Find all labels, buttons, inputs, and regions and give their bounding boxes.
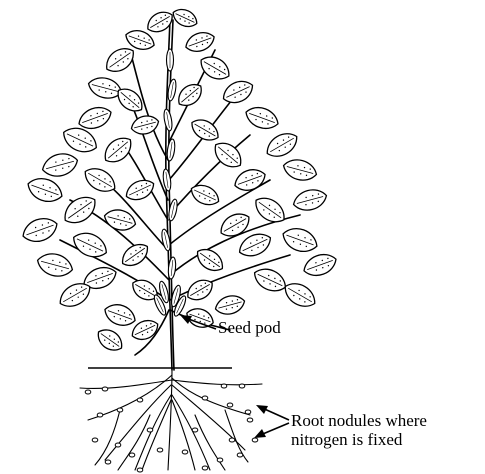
root-nodule <box>85 390 91 394</box>
root-nodule <box>221 384 227 388</box>
leaf <box>174 79 207 110</box>
root-nodule <box>227 403 233 407</box>
root-nodule <box>192 428 198 432</box>
leaf <box>279 224 320 256</box>
root <box>168 368 172 470</box>
root <box>225 410 248 462</box>
seed-pod-label: Seed pod <box>218 318 281 337</box>
root-nodule <box>117 408 123 412</box>
leaf <box>301 250 340 280</box>
root-nodule <box>245 410 251 414</box>
leaf <box>213 293 247 318</box>
leaf <box>170 5 200 30</box>
leaf <box>102 300 139 329</box>
root-nodule <box>147 428 153 432</box>
root <box>172 400 195 470</box>
leaf <box>143 7 176 36</box>
leaf <box>262 128 301 162</box>
root-nodule <box>237 453 243 457</box>
leaf <box>19 214 60 246</box>
leaf <box>280 278 319 312</box>
root-nodule <box>229 438 235 442</box>
leaf <box>196 52 233 85</box>
leaf <box>80 163 119 197</box>
root-nodule <box>217 458 223 462</box>
nodule-arrowhead-lower <box>254 429 266 438</box>
leaf <box>35 250 75 280</box>
leaf <box>291 186 329 214</box>
root <box>172 380 262 385</box>
root-system <box>80 368 262 470</box>
root-nodule <box>102 387 108 391</box>
root-nodule <box>97 413 103 417</box>
leaf <box>129 113 161 137</box>
leaf <box>123 176 158 205</box>
leaf <box>69 228 111 263</box>
root-nodule <box>239 384 245 388</box>
leaf <box>59 191 101 229</box>
leaf <box>93 325 126 355</box>
leaf <box>243 103 282 133</box>
leaf <box>183 275 216 304</box>
root-nodule <box>202 466 208 470</box>
root <box>135 395 171 470</box>
root-nodule <box>157 448 163 452</box>
leaf <box>250 192 289 227</box>
root-nodule <box>129 453 135 457</box>
leaf <box>183 29 217 56</box>
root-nodule <box>247 418 253 422</box>
seed-pod <box>166 139 176 162</box>
root-nodule <box>137 468 143 472</box>
leaf <box>232 165 269 194</box>
root-nodule <box>252 438 258 442</box>
root-nodule <box>202 396 208 400</box>
leaf <box>99 132 136 168</box>
leaf <box>188 181 223 210</box>
leaf <box>250 264 289 296</box>
root-nodule <box>182 450 188 454</box>
leaf <box>24 174 65 206</box>
root-nodules-label-line-2: nitrogen is fixed <box>291 430 427 449</box>
leaf <box>118 239 153 271</box>
seed-pod <box>163 109 174 132</box>
root <box>172 395 210 470</box>
root-nodule <box>92 438 98 442</box>
root-nodules-label: Root nodules where nitrogen is fixed <box>291 411 427 449</box>
leaf <box>40 150 80 180</box>
nodule-arrowhead-upper <box>256 405 268 414</box>
root <box>80 380 172 388</box>
leaf <box>219 76 256 107</box>
leaf <box>281 156 319 184</box>
seed-pod <box>167 49 174 71</box>
root-nodules-label-line-1: Root nodules where <box>291 411 427 430</box>
root-nodule <box>105 460 111 464</box>
root-nodule <box>115 443 121 447</box>
root-nodule <box>137 398 143 402</box>
